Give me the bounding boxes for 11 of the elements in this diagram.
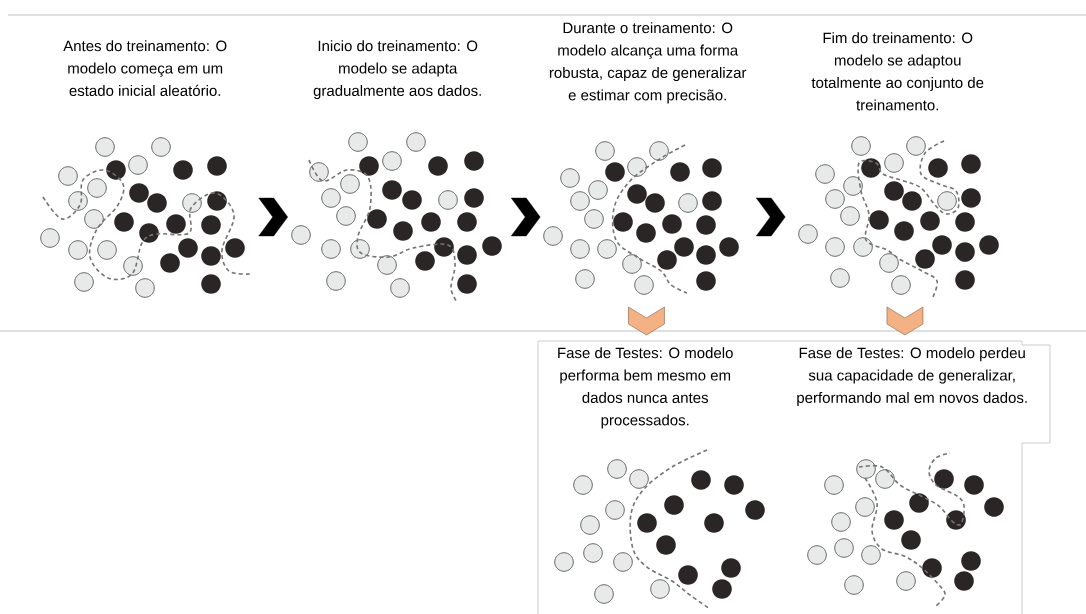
chevron-arrow xyxy=(886,306,924,336)
stage-caption: Inicio do treinamento: O modelo se adapta gradualmente aos dados. xyxy=(313,40,481,99)
stage-caption: Fase de Testes: O modelo perdeu sua capacidade de generalizar, performando mal em novos dados. xyxy=(797,347,1027,406)
chevron-arrow xyxy=(511,197,541,237)
stage-caption: Fase de Testes: O modelo performa bem mesmo em dados nunca antes processados. xyxy=(558,347,733,429)
stage-caption: Durante o treinamento: O modelo alcança uma forma robusta, capaz de generalizar e estimar com precisão. xyxy=(549,22,747,104)
stage-caption: Fim do treinamento: O modelo se adaptou totalmente ao conjunto de treinamento. xyxy=(811,32,984,111)
chevron-arrow xyxy=(258,197,288,237)
chevron-arrow xyxy=(756,197,786,237)
chevron-arrow xyxy=(628,306,665,336)
stage-caption: Antes do treinamento: O modelo começa em um estado inicial aleatório. xyxy=(63,40,227,96)
